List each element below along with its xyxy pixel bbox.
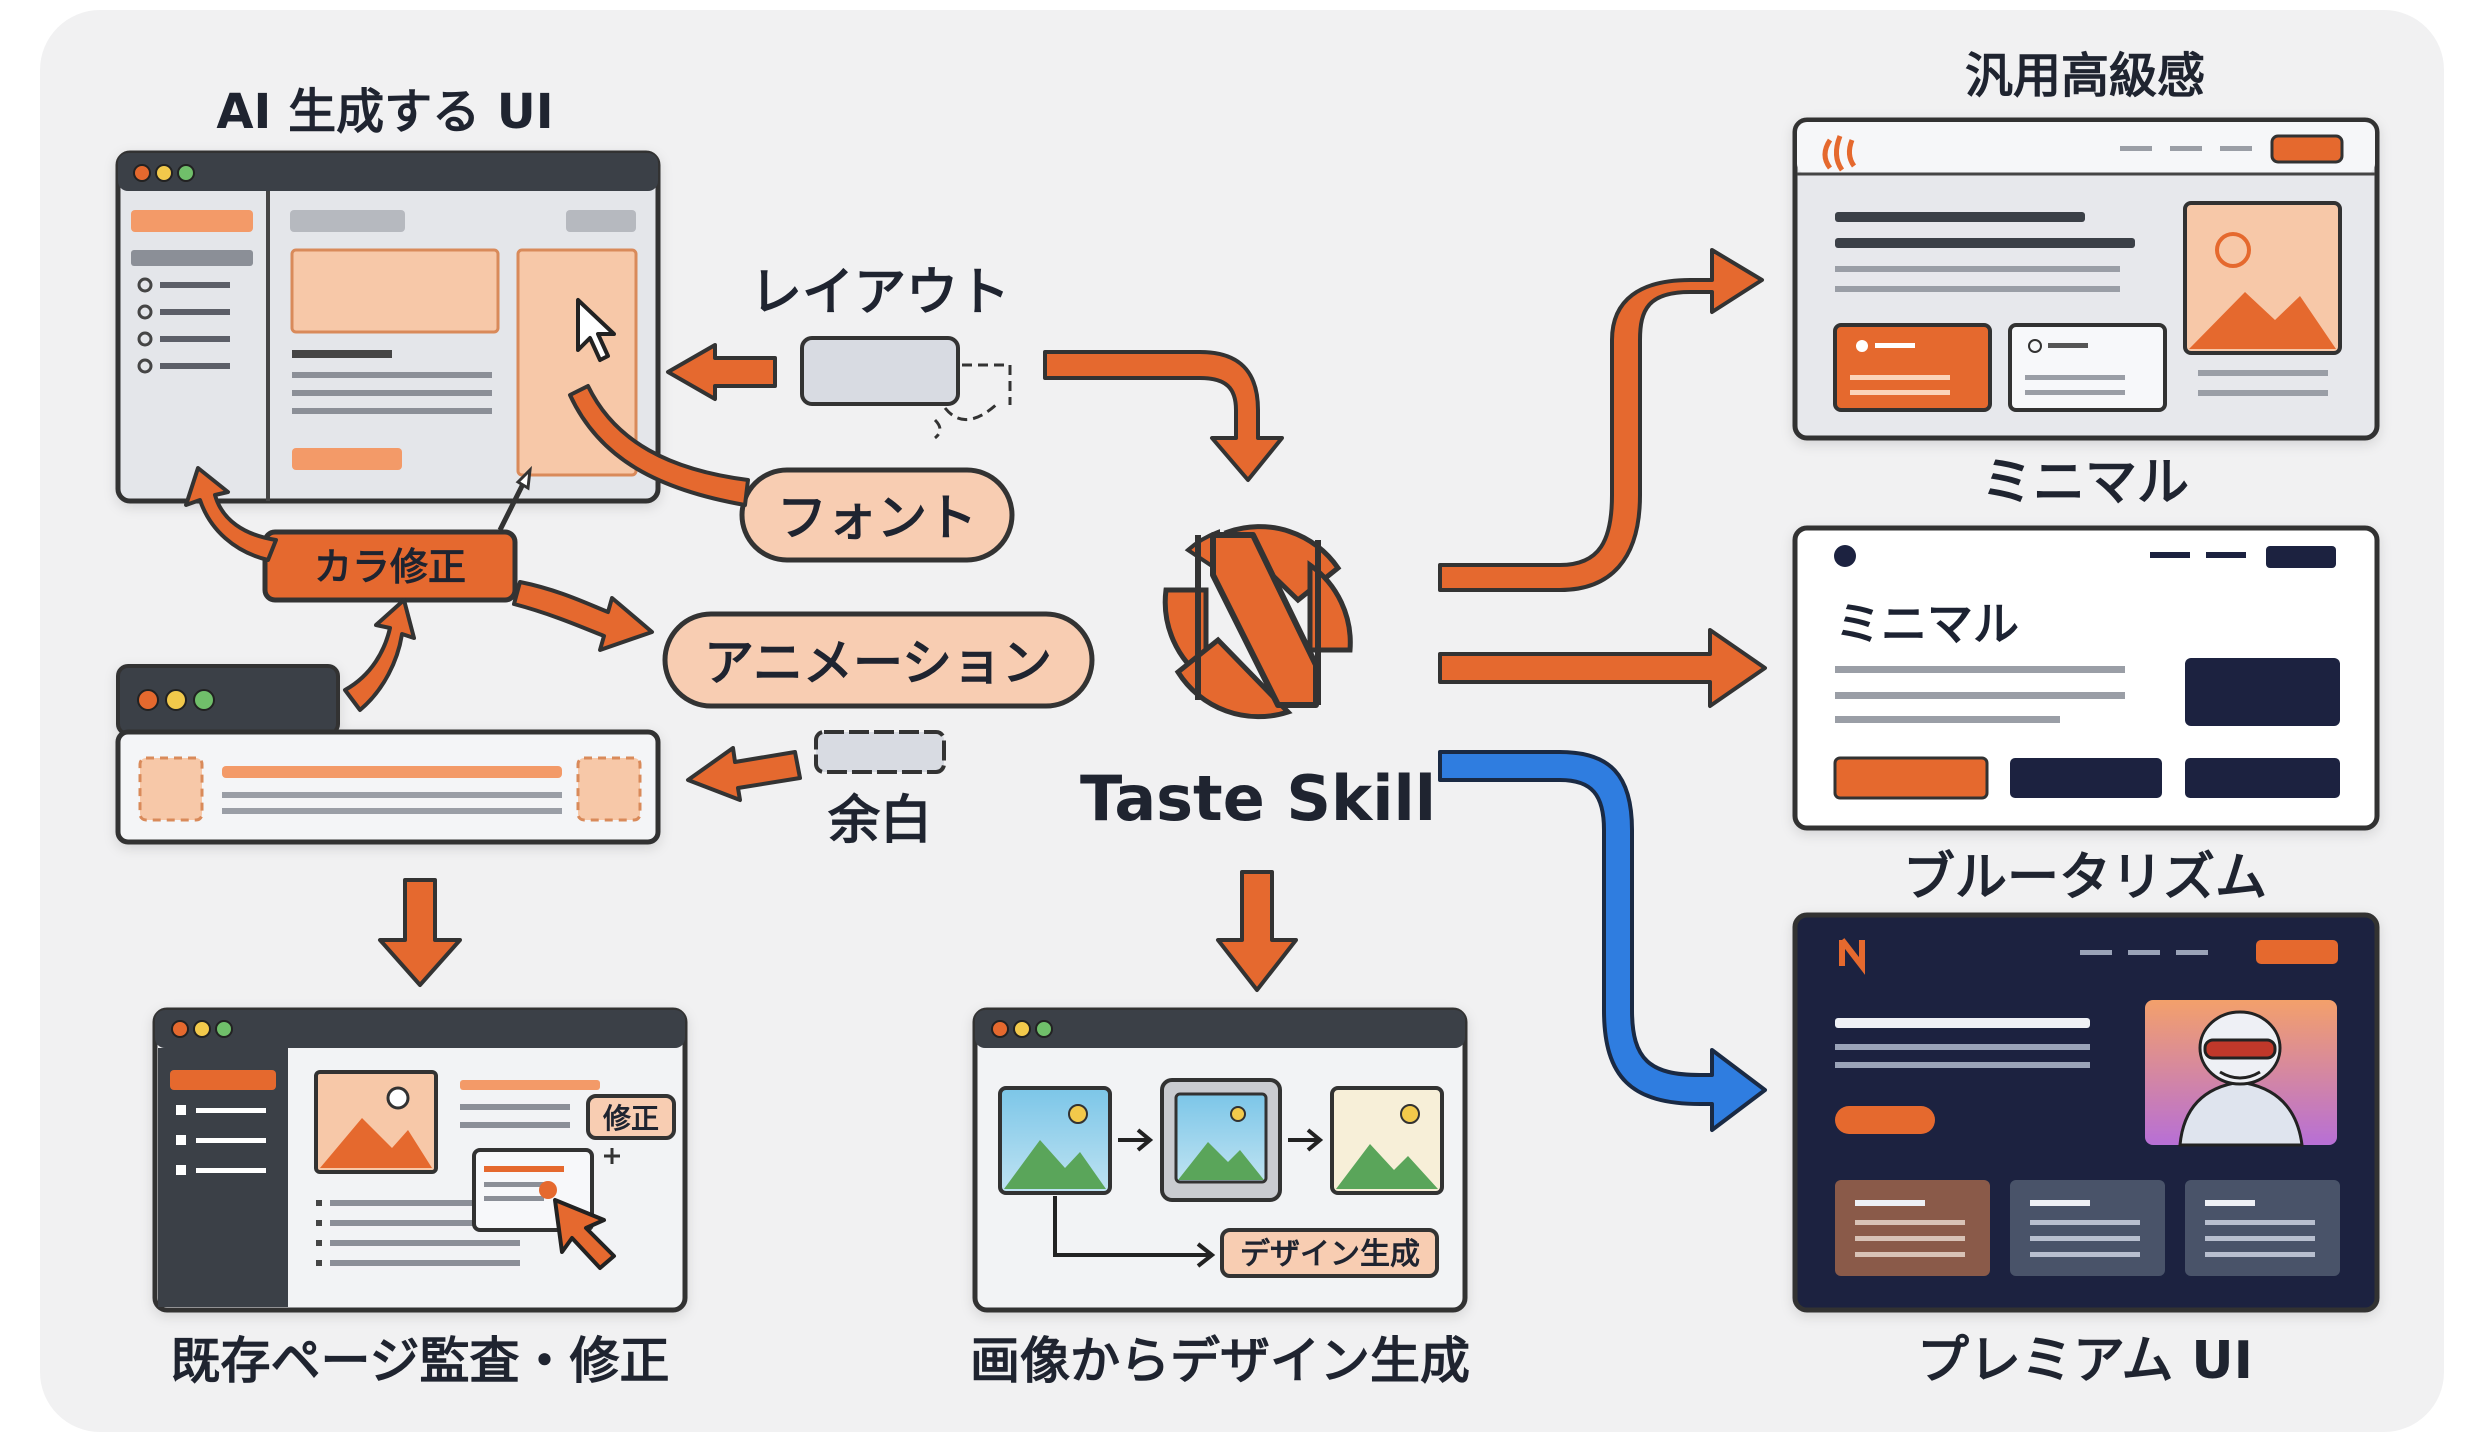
svg-text:カラ修正: カラ修正 <box>314 545 466 589</box>
cursor-icon <box>576 298 616 362</box>
svg-text:フォント: フォント <box>777 489 977 547</box>
image-to-design-window <box>972 1007 1468 1313</box>
fix-tag: 修正 <box>586 1094 676 1164</box>
robot-avatar-icon <box>2178 1010 2304 1147</box>
audit-label: 既存ページ監査・修正 <box>171 1332 670 1390</box>
premium-arrow <box>1438 750 1767 1132</box>
ai-generated-ui-label: AI 生成する UI <box>216 84 553 140</box>
taste-skill-logo-icon <box>1162 524 1353 720</box>
image-to-design-label: 画像からデザイン生成 <box>970 1332 1470 1390</box>
brutalism-label: ブルータリズム <box>1903 848 2267 908</box>
whitespace-label: 余白 <box>827 791 932 851</box>
design-generate-tag: デザイン生成 <box>1220 1228 1439 1278</box>
svg-text:アニメーション: アニメーション <box>704 634 1052 692</box>
taste-skill-label: Taste Skill <box>1080 762 1436 835</box>
premium-ui-card <box>1792 912 2380 1313</box>
minimal-card-heading: ミニマル <box>1835 597 2019 651</box>
audit-cursor-icon <box>553 1198 616 1270</box>
font-pill: フォント <box>739 467 1015 563</box>
generic-luxury-card <box>1792 117 2380 441</box>
whitespace-block-icon <box>814 730 946 774</box>
color-fix-tag: カラ修正 <box>262 465 532 603</box>
premium-ui-label: プレミアム UI <box>1917 1331 2253 1391</box>
ai-ui-window <box>115 150 661 504</box>
animation-pill: アニメーション <box>662 611 1095 709</box>
svg-text:デザイン生成: デザイン生成 <box>1240 1237 1420 1272</box>
layout-label: レイアウト <box>750 263 1010 323</box>
whitespace-window <box>115 664 661 845</box>
connector-arrows <box>184 248 1767 992</box>
layout-block-icon <box>800 336 1012 440</box>
minimal-label: ミニマル <box>1981 453 2189 513</box>
audit-window <box>152 1007 688 1313</box>
generic-luxury-label: 汎用高級感 <box>1965 48 2205 104</box>
minimal-card: ミニマル <box>1792 525 2380 831</box>
svg-text:修正: 修正 <box>602 1102 659 1135</box>
